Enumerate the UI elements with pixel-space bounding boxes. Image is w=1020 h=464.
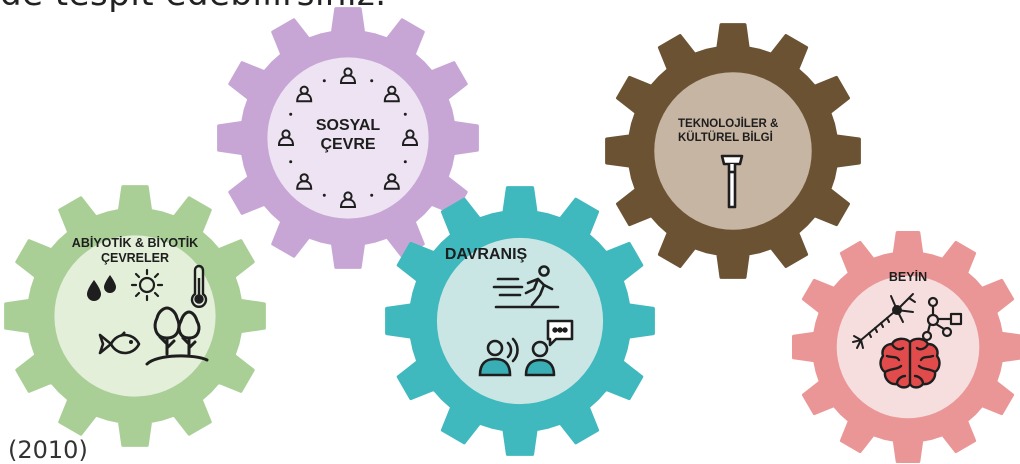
- ring-dot: [323, 194, 326, 197]
- person-icon: [341, 192, 355, 207]
- gear-label-behavior-text: DAVRANIŞ: [352, 245, 620, 264]
- thermometer-icon: [189, 264, 209, 308]
- fish-icon: [97, 328, 141, 360]
- gear-behavior: DAVRANIŞ: [386, 187, 654, 455]
- gear-label-behavior: DAVRANIŞ: [352, 245, 620, 264]
- ring-dot: [404, 113, 407, 116]
- ring-dot: [404, 160, 407, 163]
- brain-icon: [879, 336, 941, 390]
- ring-dot: [370, 79, 373, 82]
- running-person-icon: [492, 265, 562, 309]
- caption-bottom-text: (2010): [8, 436, 88, 464]
- gear-label-technology-line1: TEKNOLOJİLER &: [678, 118, 828, 132]
- ring-dot: [289, 160, 292, 163]
- person-icon: [297, 174, 311, 189]
- person-icon: [341, 68, 355, 83]
- sun-icon: [130, 268, 164, 302]
- person-icon: [385, 87, 399, 102]
- speaking-person-icon: [478, 337, 524, 377]
- gear-label-technology: TEKNOLOJİLER & KÜLTÜREL BİLGİ: [638, 118, 828, 146]
- ring-dot: [323, 79, 326, 82]
- gear-label-brain: BEYİN: [793, 270, 1020, 285]
- trees-icon: [145, 304, 209, 366]
- axe-icon: [718, 152, 746, 210]
- ring-dot: [289, 113, 292, 116]
- gear-label-technology-line2: KÜLTÜREL BİLGİ: [678, 132, 828, 146]
- person-icon: [297, 87, 311, 102]
- chatting-person-icon: [526, 319, 576, 377]
- person-icon: [279, 130, 293, 145]
- ring-dot: [370, 194, 373, 197]
- water-drops-icon: [85, 274, 119, 304]
- gear-label-brain-text: BEYİN: [793, 270, 1020, 285]
- person-icon: [403, 130, 417, 145]
- gear-brain: BEYİN: [793, 232, 1020, 462]
